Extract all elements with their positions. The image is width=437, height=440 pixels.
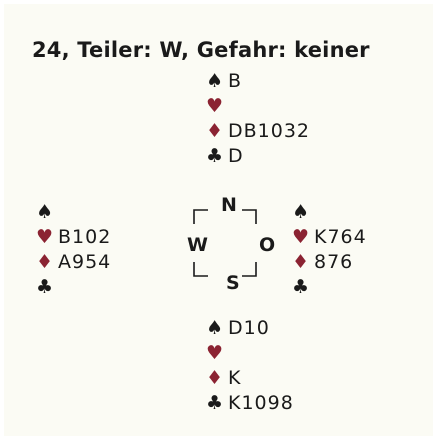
spade-icon: ♠ (292, 201, 310, 223)
deal-title: 24, Teiler: W, Gefahr: keiner (32, 38, 370, 62)
north-spades-row: ♠B (206, 69, 310, 94)
diamond-icon: ♦ (36, 251, 54, 273)
east-diamonds-cards: 876 (314, 251, 354, 273)
west-hearts-cards: B102 (58, 226, 112, 248)
south-clubs-cards: K1098 (228, 392, 294, 414)
heart-icon: ♥ (36, 226, 54, 248)
west-hearts-row: ♥B102 (36, 225, 111, 250)
compass-north: N (221, 194, 237, 216)
south-clubs-row: ♣K1098 (206, 391, 294, 416)
east-hearts-row: ♥K764 (292, 225, 367, 250)
east-diamonds-row: ♦876 (292, 250, 367, 275)
north-clubs-row: ♣D (206, 144, 310, 169)
compass: N W O S (180, 190, 275, 294)
east-spades-row: ♠ (292, 200, 367, 225)
south-spades-cards: D10 (228, 317, 270, 339)
diamond-icon: ♦ (206, 120, 224, 142)
hand-south: ♠D10 ♥ ♦K ♣K1098 (206, 316, 294, 416)
north-diamonds-cards: DB1032 (228, 120, 311, 142)
north-clubs-cards: D (228, 145, 244, 167)
spade-icon: ♠ (206, 70, 224, 92)
club-icon: ♣ (206, 145, 224, 167)
club-icon: ♣ (292, 276, 310, 298)
east-clubs-row: ♣ (292, 275, 367, 300)
hand-north: ♠B ♥ ♦DB1032 ♣D (206, 69, 310, 169)
south-diamonds-cards: K (228, 367, 242, 389)
compass-west: W (187, 234, 208, 256)
club-icon: ♣ (206, 392, 224, 414)
west-clubs-row: ♣ (36, 275, 111, 300)
heart-icon: ♥ (206, 95, 224, 117)
north-hearts-row: ♥ (206, 94, 310, 119)
club-icon: ♣ (36, 276, 54, 298)
spade-icon: ♠ (206, 317, 224, 339)
east-hearts-cards: K764 (314, 226, 367, 248)
heart-icon: ♥ (292, 226, 310, 248)
bridge-diagram: 24, Teiler: W, Gefahr: keiner ♠B ♥ ♦DB10… (4, 4, 433, 436)
compass-south: S (226, 272, 240, 294)
north-spades-cards: B (228, 70, 243, 92)
compass-brackets (193, 209, 257, 277)
west-diamonds-cards: A954 (58, 251, 112, 273)
south-diamonds-row: ♦K (206, 366, 294, 391)
south-spades-row: ♠D10 (206, 316, 294, 341)
diamond-icon: ♦ (206, 367, 224, 389)
heart-icon: ♥ (206, 342, 224, 364)
compass-east: O (259, 234, 276, 256)
diamond-icon: ♦ (292, 251, 310, 273)
south-hearts-row: ♥ (206, 341, 294, 366)
west-spades-row: ♠ (36, 200, 111, 225)
hand-west: ♠ ♥B102 ♦A954 ♣ (36, 200, 111, 300)
west-diamonds-row: ♦A954 (36, 250, 111, 275)
hand-east: ♠ ♥K764 ♦876 ♣ (292, 200, 367, 300)
north-diamonds-row: ♦DB1032 (206, 119, 310, 144)
spade-icon: ♠ (36, 201, 54, 223)
